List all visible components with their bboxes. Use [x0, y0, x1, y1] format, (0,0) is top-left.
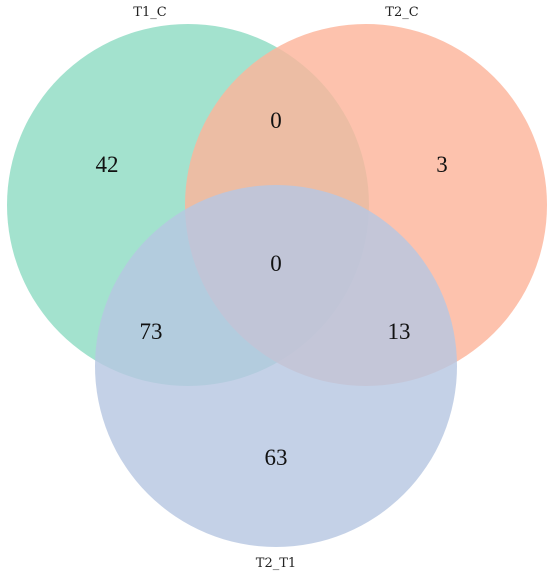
region-count-t1-c-only: 42	[96, 152, 119, 177]
set-label-t1-c: T1_C	[133, 5, 166, 20]
set-label-t2-c: T2_C	[385, 5, 418, 20]
region-count-t1-c-t2-c: 0	[270, 108, 282, 133]
region-count-all-sets: 0	[270, 251, 282, 276]
set-circles	[7, 24, 547, 547]
set-label-t2-t1: T2_T1	[256, 556, 296, 571]
region-count-t1-c-t2-t1: 73	[140, 319, 163, 344]
region-count-t2-c-only: 3	[436, 152, 448, 177]
region-count-t2-t1-only: 63	[265, 445, 288, 470]
set-circle-t2-t1	[95, 185, 457, 547]
region-count-t2-c-t2-t1: 13	[388, 319, 411, 344]
